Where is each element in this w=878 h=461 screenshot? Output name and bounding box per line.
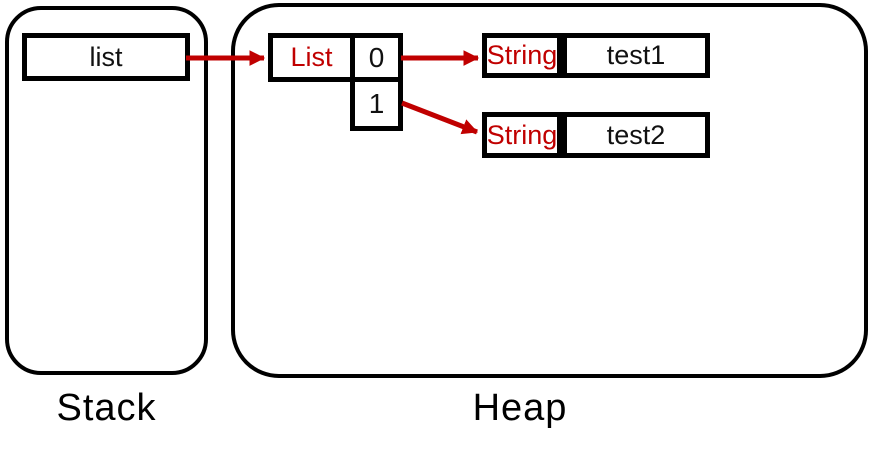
string-object-2-value-cell: test2: [562, 112, 710, 158]
string-object-1-type-cell: String: [482, 33, 562, 78]
list-index-1-cell: 1: [350, 77, 403, 131]
string-object-2-type-cell: String: [482, 112, 562, 158]
string-2-value: test2: [606, 119, 666, 150]
variable-name-label: list: [89, 41, 123, 72]
list-index-1-label: 1: [368, 88, 385, 119]
string-1-value: test1: [606, 40, 666, 70]
heap-list-object-type-cell: List: [268, 33, 355, 82]
stack-variable-list: list: [22, 33, 190, 81]
string-2-type-label: String: [486, 119, 558, 150]
list-index-0-label: 0: [368, 41, 385, 73]
list-index-0-cell: 0: [350, 33, 403, 82]
list-type-label: List: [290, 42, 333, 72]
stack-label: Stack: [56, 387, 157, 429]
heap-label: Heap: [472, 387, 568, 429]
string-1-type-label: String: [486, 40, 558, 70]
string-object-1-value-cell: test1: [562, 33, 710, 78]
